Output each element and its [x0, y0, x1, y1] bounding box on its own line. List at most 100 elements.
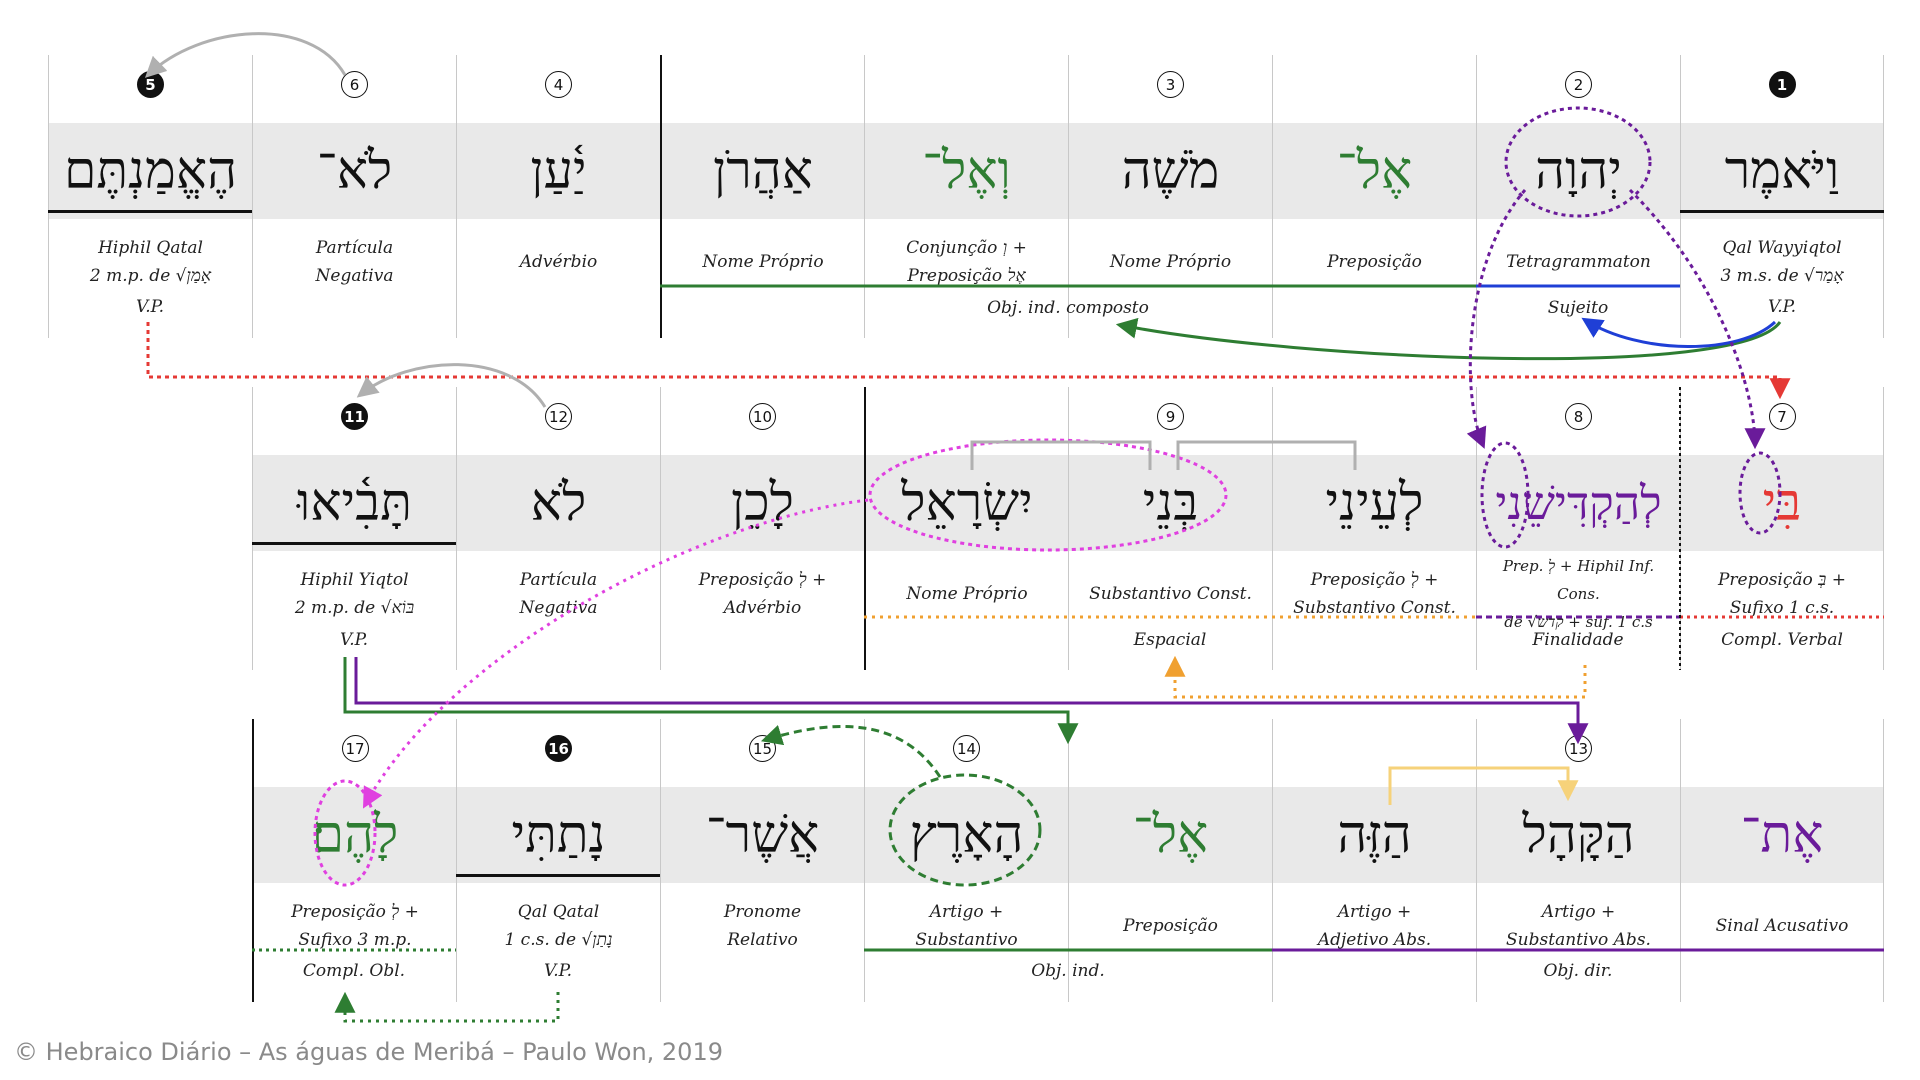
morphology-label: Partícula Negativa	[519, 570, 598, 618]
verb-underline	[252, 542, 456, 545]
word-cell: 8 לְהַקְדִּישֵׁנִי Prep. לְ + Hiphil Inf…	[1476, 387, 1680, 670]
morphology-label: Artigo + Substantivo	[915, 902, 1018, 950]
word-number: 5	[137, 71, 164, 98]
word-cell: אַהֲרֹן Nome Próprio	[660, 55, 864, 338]
word-cell: וְאֶל־ Conjunção וְ + Preposição אֶל	[864, 55, 1068, 338]
word-cell: אֶל־ Preposição	[1068, 719, 1272, 1002]
hebrew-word: תָּבִ֫יאוּ	[253, 455, 456, 551]
role-label-verb-compl: Compl. Verbal	[1721, 630, 1843, 650]
morphology-label: Conjunção וְ + Preposição אֶל	[906, 238, 1027, 286]
hebrew-word: יַ֫עַן	[457, 123, 660, 219]
word-cell: 7 בִּי Preposição בְּ + Sufixo 1 c.s.	[1680, 387, 1884, 670]
word-cell: 4 יַ֫עַן Advérbio	[456, 55, 660, 338]
morphology-label: Tetragrammaton	[1506, 252, 1651, 272]
word-cell: לְעֵינֵי Preposição לְ + Substantivo Con…	[1272, 387, 1476, 670]
role-label-purpose: Finalidade	[1532, 630, 1624, 650]
morphology-label: Preposição	[1327, 252, 1422, 272]
word-number: 11	[341, 403, 368, 430]
verb-underline	[1680, 210, 1884, 213]
hebrew-word: לְהַקְדִּישֵׁנִי	[1477, 455, 1680, 551]
word-number: 2	[1565, 71, 1592, 98]
morphology-label: Prep. לְ + Hiphil Inf. Cons. de √קדשׁ + …	[1502, 557, 1655, 631]
morphology-label: Preposição לְ + Sufixo 3 m.p.	[291, 902, 419, 950]
word-number: 9	[1157, 403, 1184, 430]
hebrew-word: בְּנֵי	[1069, 455, 1272, 551]
word-cell: 14 הָאָרֶץ Artigo + Substantivo	[864, 719, 1068, 1002]
copyright-footer: © Hebraico Diário – As águas de Meribá –…	[14, 1038, 723, 1066]
role-label-vp: V.P.	[543, 961, 573, 981]
word-cell: 13 הַקָּהָל Artigo + Substantivo Abs.	[1476, 719, 1680, 1002]
morphology-label: Preposição בְּ + Sufixo 1 c.s.	[1717, 570, 1847, 618]
hebrew-word: הַזֶּה	[1273, 787, 1476, 883]
word-cell: 16 נָתַתִּי Qal Qatal 1 c.s. de √נָתַן	[456, 719, 660, 1002]
role-label-obl: Compl. Obl.	[302, 961, 406, 981]
morphology-label: Hiphil Yiqtol 2 m.p. de √בּוֹא	[294, 570, 415, 618]
word-cell: 10 לָכֵן Preposição לְ + Advérbio	[660, 387, 864, 670]
word-cell: 2 יְהוָה Tetragrammaton	[1476, 55, 1680, 338]
word-number: 12	[545, 403, 572, 430]
word-number: 15	[749, 735, 776, 762]
verb-underline	[456, 874, 660, 877]
morphology-label: Hiphil Qatal 2 m.p. de √אָמַן	[89, 238, 212, 286]
morphology-label: Partícula Negativa	[315, 238, 394, 286]
word-number: 4	[545, 71, 572, 98]
word-cell: אֶל־ Preposição	[1272, 55, 1476, 338]
hebrew-word: וְאֶל־	[865, 123, 1068, 219]
morphology-label: Preposição לְ + Substantivo Const.	[1293, 570, 1456, 618]
role-label-vp: V.P.	[1767, 297, 1797, 317]
morphology-label: Preposição	[1123, 916, 1218, 936]
role-label-obj-dir: Obj. dir.	[1543, 961, 1613, 981]
hebrew-word: יִשְׂרָאֵל	[866, 455, 1068, 551]
role-label-subject: Sujeito	[1547, 298, 1609, 318]
morphology-label: Nome Próprio	[906, 584, 1028, 604]
word-cell: 11 תָּבִ֫יאוּ Hiphil Yiqtol 2 m.p. de √ב…	[252, 387, 456, 670]
hebrew-word: מֹשֶׁה	[1069, 123, 1272, 219]
morphology-label: Artigo + Substantivo Abs.	[1506, 902, 1651, 950]
hebrew-word: אֶל־	[1069, 787, 1272, 883]
hebrew-word: נָתַתִּי	[457, 787, 660, 883]
word-number: 17	[341, 735, 369, 762]
word-cell: יִשְׂרָאֵל Nome Próprio	[864, 387, 1068, 670]
word-number: 14	[953, 735, 980, 762]
word-cell: 9 בְּנֵי Substantivo Const.	[1068, 387, 1272, 670]
word-number: 8	[1565, 403, 1592, 430]
hebrew-word: אֲשֶׁר־	[661, 787, 864, 883]
word-cell: 15 אֲשֶׁר־ Pronome Relativo	[660, 719, 864, 1002]
morphology-label: Qal Wayyiqtol 3 m.s. de √אָמַר	[1720, 238, 1844, 286]
word-number: 13	[1565, 735, 1592, 762]
word-cell: 17 לָהֶם׃ Preposição לְ + Sufixo 3 m.p.	[252, 719, 456, 1002]
word-number: 10	[749, 403, 776, 430]
hebrew-word: לָהֶם׃	[254, 787, 456, 883]
morphology-label: Qal Qatal 1 c.s. de √נָתַן	[504, 902, 613, 950]
hebrew-word: לְעֵינֵי	[1273, 455, 1476, 551]
morphology-label: Advérbio	[519, 252, 598, 272]
morphology-label: Preposição לְ + Advérbio	[698, 570, 827, 618]
word-number: 3	[1157, 71, 1184, 98]
word-cell: 1 וַיֹּאמֶר Qal Wayyiqtol 3 m.s. de √אָמ…	[1680, 55, 1884, 338]
word-cell: הַזֶּה Artigo + Adjetivo Abs.	[1272, 719, 1476, 1002]
hebrew-word: לָכֵן	[661, 455, 864, 551]
morphology-label: Substantivo Const.	[1089, 584, 1252, 604]
hebrew-word: בִּי	[1681, 455, 1883, 551]
role-label-obj-ind: Obj. ind.	[1031, 961, 1105, 981]
word-cell: אֶת־ Sinal Acusativo	[1680, 719, 1884, 1002]
hebrew-word: לֹא־	[253, 123, 456, 219]
role-label-spatial: Espacial	[1133, 630, 1207, 650]
role-label-obj-ind: Obj. ind. composto	[987, 298, 1149, 318]
hebrew-word: אֶל־	[1273, 123, 1476, 219]
morphology-label: Nome Próprio	[1109, 252, 1232, 272]
hebrew-word: אֶת־	[1681, 787, 1883, 883]
word-number: 1	[1768, 71, 1796, 98]
role-label-vp: V.P.	[339, 630, 369, 650]
word-cell: 6 לֹא־ Partícula Negativa	[252, 55, 456, 338]
hebrew-word: יְהוָה	[1477, 123, 1680, 219]
word-number: 16	[545, 735, 572, 762]
verb-underline	[48, 210, 252, 213]
hebrew-word: הֶאֱמַנְתֶּם	[49, 123, 252, 219]
hebrew-word: אַהֲרֹן	[662, 123, 864, 219]
word-cell: 3 מֹשֶׁה Nome Próprio	[1068, 55, 1272, 338]
word-cell: 5 הֶאֱמַנְתֶּם Hiphil Qatal 2 m.p. de √א…	[48, 55, 252, 338]
hebrew-word: הָאָרֶץ	[865, 787, 1068, 883]
word-cell: 12 לֹא Partícula Negativa	[456, 387, 660, 670]
role-label-vp: V.P.	[135, 297, 165, 317]
